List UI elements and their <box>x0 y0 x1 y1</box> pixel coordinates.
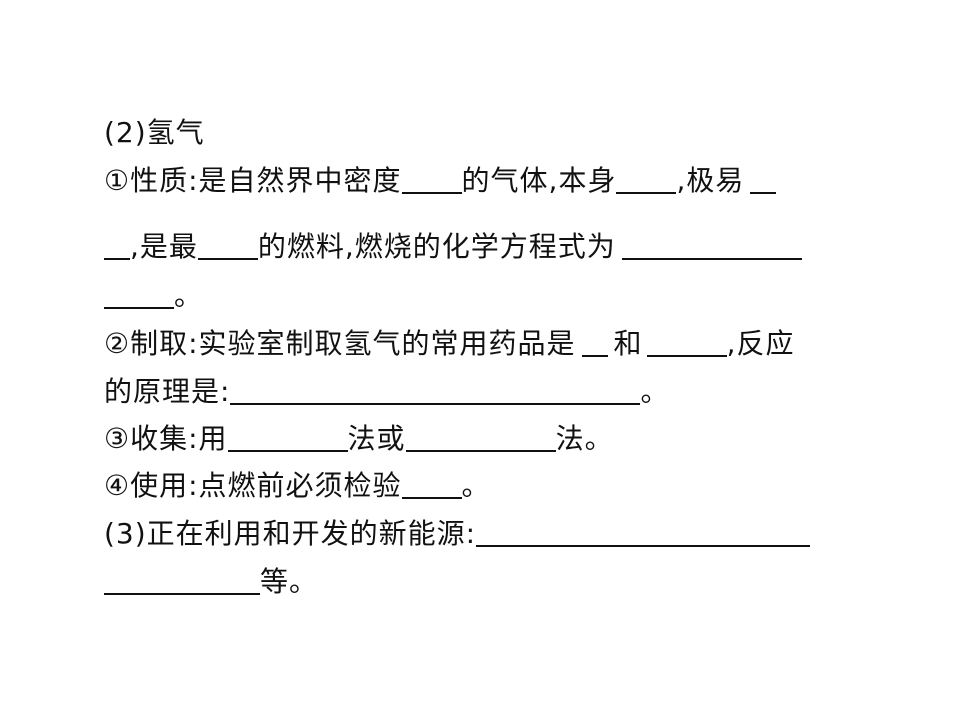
answer-blank[interactable] <box>581 327 608 357</box>
text-segment: 。 <box>640 375 670 408</box>
text-segment: 的燃料,燃烧的化学方程式为 <box>257 230 616 263</box>
collection-line: ③收集:用 法或 法。 <box>104 421 614 457</box>
answer-blank[interactable] <box>750 164 777 194</box>
new-energy-line-1: (3)正在利用和开发的新能源: <box>104 516 811 552</box>
preparation-line-1: ②制取:实验室制取氢气的常用药品是 和 ,反应 <box>104 326 794 362</box>
text-segment: 法或 <box>347 422 406 455</box>
text-segment: 的原理是: <box>104 375 231 408</box>
text-segment: ④使用:点燃前必须检验 <box>104 469 402 502</box>
text-segment: 。 <box>461 469 491 502</box>
equation-blank-cont[interactable] <box>104 279 174 309</box>
property-line-3: 。 <box>104 278 203 314</box>
reaction-principle-blank[interactable] <box>230 375 641 405</box>
text-segment: (3)正在利用和开发的新能源: <box>104 517 477 550</box>
answer-blank[interactable] <box>646 327 727 357</box>
answer-blank[interactable] <box>401 164 462 194</box>
answer-blank-cont[interactable] <box>104 565 260 595</box>
text-segment: 。 <box>174 279 204 312</box>
new-energy-line-2: 等。 <box>104 564 318 600</box>
text-segment: ②制取:实验室制取氢气的常用药品是 <box>104 327 576 360</box>
heading-text: (2)氢气 <box>104 116 205 149</box>
text-segment: ,反应 <box>726 327 795 360</box>
section-2-heading: (2)氢气 <box>104 115 205 151</box>
preparation-line-2: 的原理是: 。 <box>104 374 669 410</box>
equation-blank[interactable] <box>621 230 802 260</box>
property-line-2: ,是最 的燃料,燃烧的化学方程式为 <box>104 229 802 265</box>
answer-blank[interactable] <box>197 230 258 260</box>
text-segment: 和 <box>613 327 643 360</box>
text-segment: ①性质:是自然界中密度 <box>104 164 402 197</box>
text-segment: ,是最 <box>130 230 198 263</box>
text-segment: 的气体,本身 <box>461 164 617 197</box>
text-segment: 等。 <box>260 565 319 598</box>
usage-line: ④使用:点燃前必须检验 。 <box>104 468 491 504</box>
answer-blank[interactable] <box>476 517 811 547</box>
answer-blank[interactable] <box>401 469 462 499</box>
answer-blank[interactable] <box>104 230 130 260</box>
text-segment: ③收集:用 <box>104 422 228 455</box>
answer-blank[interactable] <box>405 422 556 452</box>
text-segment: ,极易 <box>676 164 745 197</box>
answer-blank[interactable] <box>227 422 348 452</box>
property-line-1: ①性质:是自然界中密度 的气体,本身 ,极易 <box>104 163 777 199</box>
answer-blank[interactable] <box>616 164 677 194</box>
text-segment: 法。 <box>555 422 614 455</box>
